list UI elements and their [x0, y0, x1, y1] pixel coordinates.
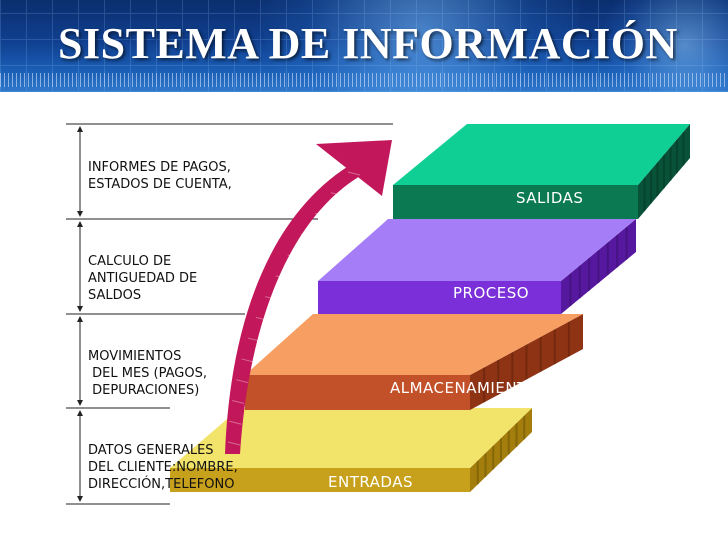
step-front-face	[245, 375, 470, 410]
arrowhead-down-icon	[77, 496, 83, 502]
arrowhead-up-icon	[77, 410, 83, 416]
page-title: SISTEMA DE INFORMACIÓN	[58, 19, 678, 68]
arrowhead-up-icon	[77, 126, 83, 132]
staircase-diagram: ENTRADAS ALMACENAMIENTO PROCESO SALIDAS DAT…	[66, 123, 690, 505]
stair-steps: ENTRADAS ALMACENAMIENTO PROCESO SALIDAS	[170, 124, 690, 492]
curved-arrow-icon	[225, 140, 392, 454]
arrow-stripe	[275, 275, 288, 280]
arrow-stripe	[287, 254, 300, 259]
step-top-face	[245, 314, 583, 375]
step-proceso: PROCESO	[318, 219, 636, 314]
arrow-stripe	[255, 316, 269, 321]
level-description-line: DEPURACIONES)	[88, 383, 199, 398]
step-side-face	[638, 124, 690, 219]
arrow-stripe	[241, 358, 254, 363]
arrow-stripe	[330, 192, 344, 197]
step-side-face	[470, 408, 532, 492]
arrowhead-down-icon	[77, 400, 83, 406]
step-front-face	[393, 185, 638, 219]
step-side-face	[561, 219, 636, 314]
level-description-line: SALDOS	[88, 288, 141, 303]
step-entradas: ENTRADAS	[170, 408, 532, 492]
step-side-face	[470, 314, 583, 410]
step-front-face	[318, 281, 561, 314]
header-ruler-pattern	[0, 73, 728, 87]
arrowhead-down-icon	[77, 306, 83, 312]
level-description-line: CALCULO DE	[88, 254, 171, 269]
arrow-stripe	[347, 171, 361, 176]
arrowhead-up-icon	[77, 316, 83, 322]
arrow-stripe	[229, 420, 242, 425]
level-description-line: DATOS GENERALES	[88, 443, 214, 458]
arrowhead-up-icon	[77, 221, 83, 227]
step-label: PROCESO	[453, 284, 529, 302]
arrow-stripe	[315, 213, 328, 218]
arrow-stripe	[300, 233, 313, 238]
arrow-stripe	[232, 399, 245, 404]
step-top-face	[170, 408, 532, 468]
level-separators	[66, 123, 393, 505]
step-top-face	[393, 124, 690, 185]
step-front-face	[170, 468, 470, 492]
arrow-head	[316, 140, 392, 196]
header-banner: SISTEMA DE INFORMACIÓN	[0, 0, 728, 92]
step-top-face	[318, 219, 636, 281]
level-description-line: MOVIMIENTOS	[88, 349, 181, 364]
arrow-stripe	[227, 441, 241, 446]
step-salidas: SALIDAS	[393, 124, 690, 219]
arrow-stripe	[247, 337, 261, 342]
level-description-line: DEL CLIENTE:NOMBRE,	[88, 460, 238, 475]
level-description-line: INFORMES DE PAGOS,	[88, 160, 231, 175]
level-description-line: ESTADOS DE CUENTA,	[88, 177, 232, 192]
step-label: ENTRADAS	[328, 473, 413, 491]
arrow-shaft	[225, 162, 360, 454]
level-descriptions: DATOS GENERALES DEL CLIENTE:NOMBRE,DIRECC…	[88, 160, 238, 492]
arrow-stripe	[265, 296, 278, 301]
step-almacenamiento: ALMACENAMIENTO	[245, 314, 583, 410]
arrow-stripe	[236, 379, 249, 384]
arrowhead-down-icon	[77, 211, 83, 217]
level-description-line: DIRECCIÓN,TELEFONO	[88, 476, 234, 492]
level-description-line: ANTIGUEDAD DE	[88, 271, 197, 286]
level-description-line: DEL MES (PAGOS,	[88, 366, 207, 381]
step-label: ALMACENAMIENTO	[390, 379, 539, 397]
step-label: SALIDAS	[516, 189, 583, 207]
